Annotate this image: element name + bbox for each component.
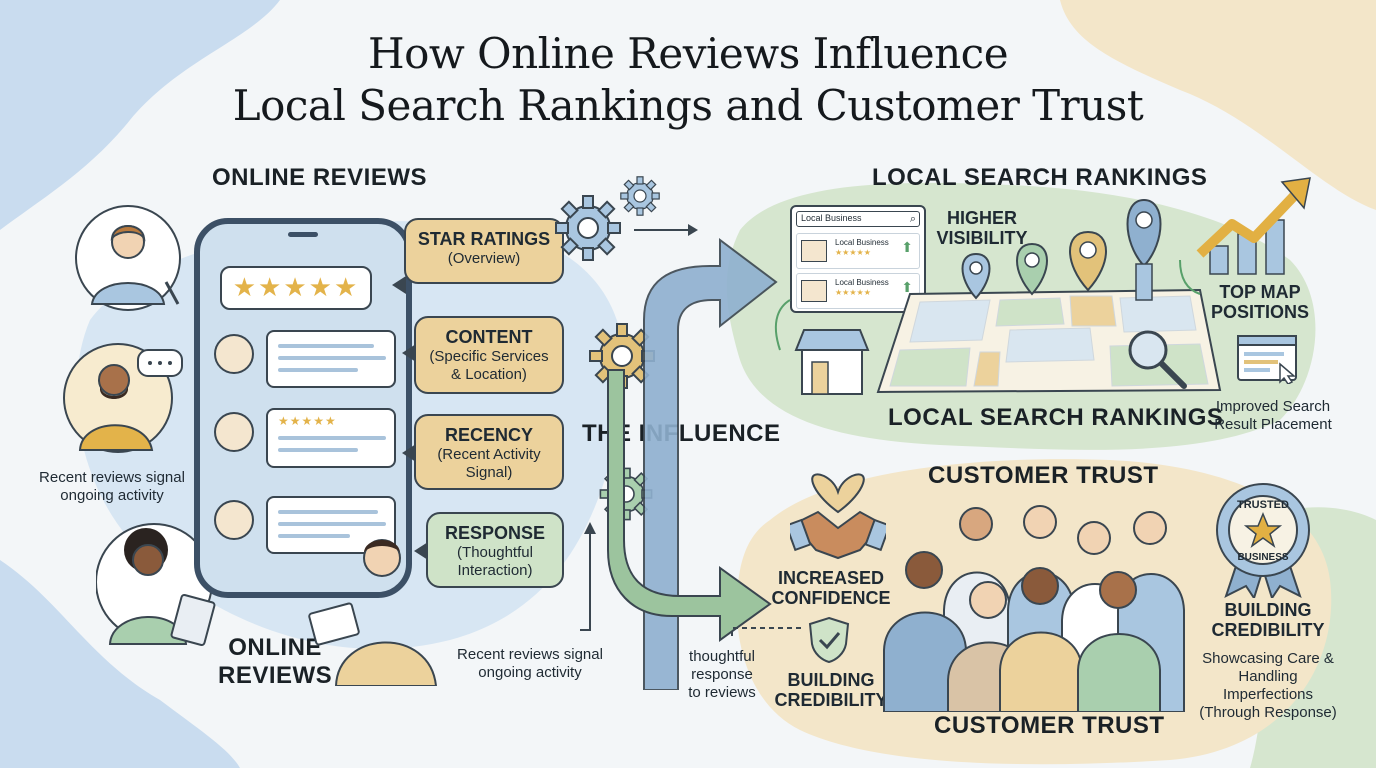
higher-visibility-label: HIGHER VISIBILITY <box>936 208 1028 248</box>
factor-subtitle: (Specific Services & Location) <box>429 348 549 383</box>
review-avatar-1 <box>214 334 254 374</box>
shield-check-icon <box>808 616 850 664</box>
review-avatar-3 <box>214 500 254 540</box>
handshake-heart-icon <box>790 473 886 560</box>
arrow-to-trust <box>607 369 772 642</box>
storefront-icon <box>794 329 870 395</box>
thoughtful-response-label: thoughtful response to reviews <box>688 648 756 701</box>
text-line <box>278 368 358 372</box>
result-stars: ★★★★★ <box>835 288 871 297</box>
left-activity-note: Recent reviews signal ongoing activity <box>39 469 185 504</box>
text-line <box>278 448 358 452</box>
increased-confidence-label: INCREASED CONFIDENCE <box>771 568 891 608</box>
rating-stars-box: ★★★★★ <box>220 266 372 310</box>
trusted-business-badge: TRUSTED BUSINESS <box>1216 483 1310 598</box>
local-search-heading: LOCAL SEARCH RANKINGS <box>872 164 1208 191</box>
factor-title: STAR RATINGS <box>417 229 551 249</box>
callout-tail <box>414 542 428 560</box>
text-line <box>278 356 386 360</box>
search-input[interactable]: Local Business <box>796 211 920 227</box>
factor-subtitle: (Thoughtful Interaction) <box>457 544 533 579</box>
page-title: How Online Reviews Influence Local Searc… <box>0 28 1376 132</box>
search-results-card: Local Business ⌕ Local Business ★★★★★ ⬆ … <box>790 205 926 313</box>
badge-bottom-text: BUSINESS <box>1237 552 1288 563</box>
gear-icon <box>555 195 621 261</box>
result-name: Local Business <box>835 278 889 287</box>
factor-title: CONTENT <box>445 327 533 347</box>
text-line <box>278 436 386 440</box>
review-avatar-2 <box>214 412 254 452</box>
online-reviews-heading: ONLINE REVIEWS <box>212 164 428 191</box>
callout-tail <box>402 344 416 362</box>
improved-placement-label: Improved Search Result Placement <box>1214 398 1332 433</box>
browser-window-icon <box>1237 335 1297 384</box>
up-arrow-icon: ⬆ <box>901 280 913 296</box>
factor-subtitle: (Overview) <box>447 250 521 267</box>
title-line-2: Local Search Rankings and Customer Trust <box>232 81 1144 130</box>
growth-chart-icon <box>1196 177 1311 275</box>
search-result-row[interactable]: Local Business ★★★★★ ⬆ <box>796 273 920 309</box>
top-right-blob <box>1060 0 1376 210</box>
phone-mockup: ★★★★★ ★★★★★ <box>194 218 412 598</box>
badge-top-text: TRUSTED <box>1237 499 1289 511</box>
map-pin-icon <box>961 252 991 300</box>
factor-star-ratings: STAR RATINGS (Overview) <box>392 218 564 294</box>
gear-icon <box>620 176 660 216</box>
callout-tail <box>392 276 406 294</box>
building-credibility-center-label: BUILDING CREDIBILITY <box>774 670 888 710</box>
curved-up-arrow <box>774 299 791 351</box>
factor-title: RESPONSE <box>444 523 546 543</box>
factor-content: CONTENT (Specific Services & Location) <box>402 316 564 394</box>
curved-up-arrow <box>1179 259 1201 295</box>
map-pin-icon <box>1126 198 1162 268</box>
phone-notch <box>288 232 318 237</box>
online-reviews-footer: ONLINE REVIEWS <box>218 634 333 689</box>
review-bubble-2: ★★★★★ <box>266 408 396 468</box>
bottom-left-blob <box>0 560 240 768</box>
callout-tail <box>402 444 416 462</box>
factor-response: RESPONSE (Thoughtful Interaction) <box>414 512 564 588</box>
building-credibility-right-label: BUILDING CREDIBILITY <box>1211 600 1325 640</box>
factor-recency: RECENCY (Recent Activity Signal) <box>402 414 564 490</box>
map-pin-icon <box>1069 230 1107 292</box>
up-arrow-icon: ⬆ <box>901 240 913 256</box>
influence-graphics <box>555 176 778 690</box>
reviewer-avatar-3 <box>96 523 216 646</box>
title-line-1: How Online Reviews Influence <box>367 29 1009 78</box>
result-name: Local Business <box>835 238 889 247</box>
top-map-positions-label: TOP MAP POSITIONS <box>1210 282 1309 322</box>
customer-crowd-illustration <box>883 505 1185 712</box>
magnifier-icon <box>1128 330 1187 389</box>
arrow-to-search <box>643 238 778 690</box>
text-line <box>278 534 350 538</box>
store-icon <box>801 240 827 262</box>
factor-title: RECENCY <box>444 425 533 445</box>
reviewer-avatar-2 <box>63 343 183 453</box>
local-search-footer: LOCAL SEARCH RANKINGS <box>888 404 1224 431</box>
reviewer-avatar-1 <box>75 205 181 311</box>
result-stars: ★★★★★ <box>835 248 871 257</box>
text-line <box>278 510 378 514</box>
reader-illustration <box>308 539 438 686</box>
review-bubble-1 <box>266 330 396 388</box>
search-result-row[interactable]: Local Business ★★★★★ ⬆ <box>796 233 920 269</box>
top-left-blob <box>0 0 280 230</box>
map-pin-icon <box>1016 242 1048 296</box>
bottom-activity-note: Recent reviews signal ongoing activity <box>457 646 603 681</box>
customer-trust-footer: CUSTOMER TRUST <box>934 712 1165 739</box>
response-link-line <box>580 530 591 631</box>
showcasing-care-label: Showcasing Care & Handling Imperfections… <box>1199 650 1337 721</box>
text-line <box>278 522 386 526</box>
text-line <box>278 344 374 348</box>
map-illustration <box>774 198 1222 395</box>
search-icon[interactable]: ⌕ <box>909 212 916 225</box>
factor-subtitle: (Recent Activity Signal) <box>437 446 541 481</box>
store-icon <box>801 280 827 302</box>
customer-trust-heading: CUSTOMER TRUST <box>928 462 1159 489</box>
dashed-connector <box>731 627 804 636</box>
review-stars: ★★★★★ <box>278 414 337 428</box>
